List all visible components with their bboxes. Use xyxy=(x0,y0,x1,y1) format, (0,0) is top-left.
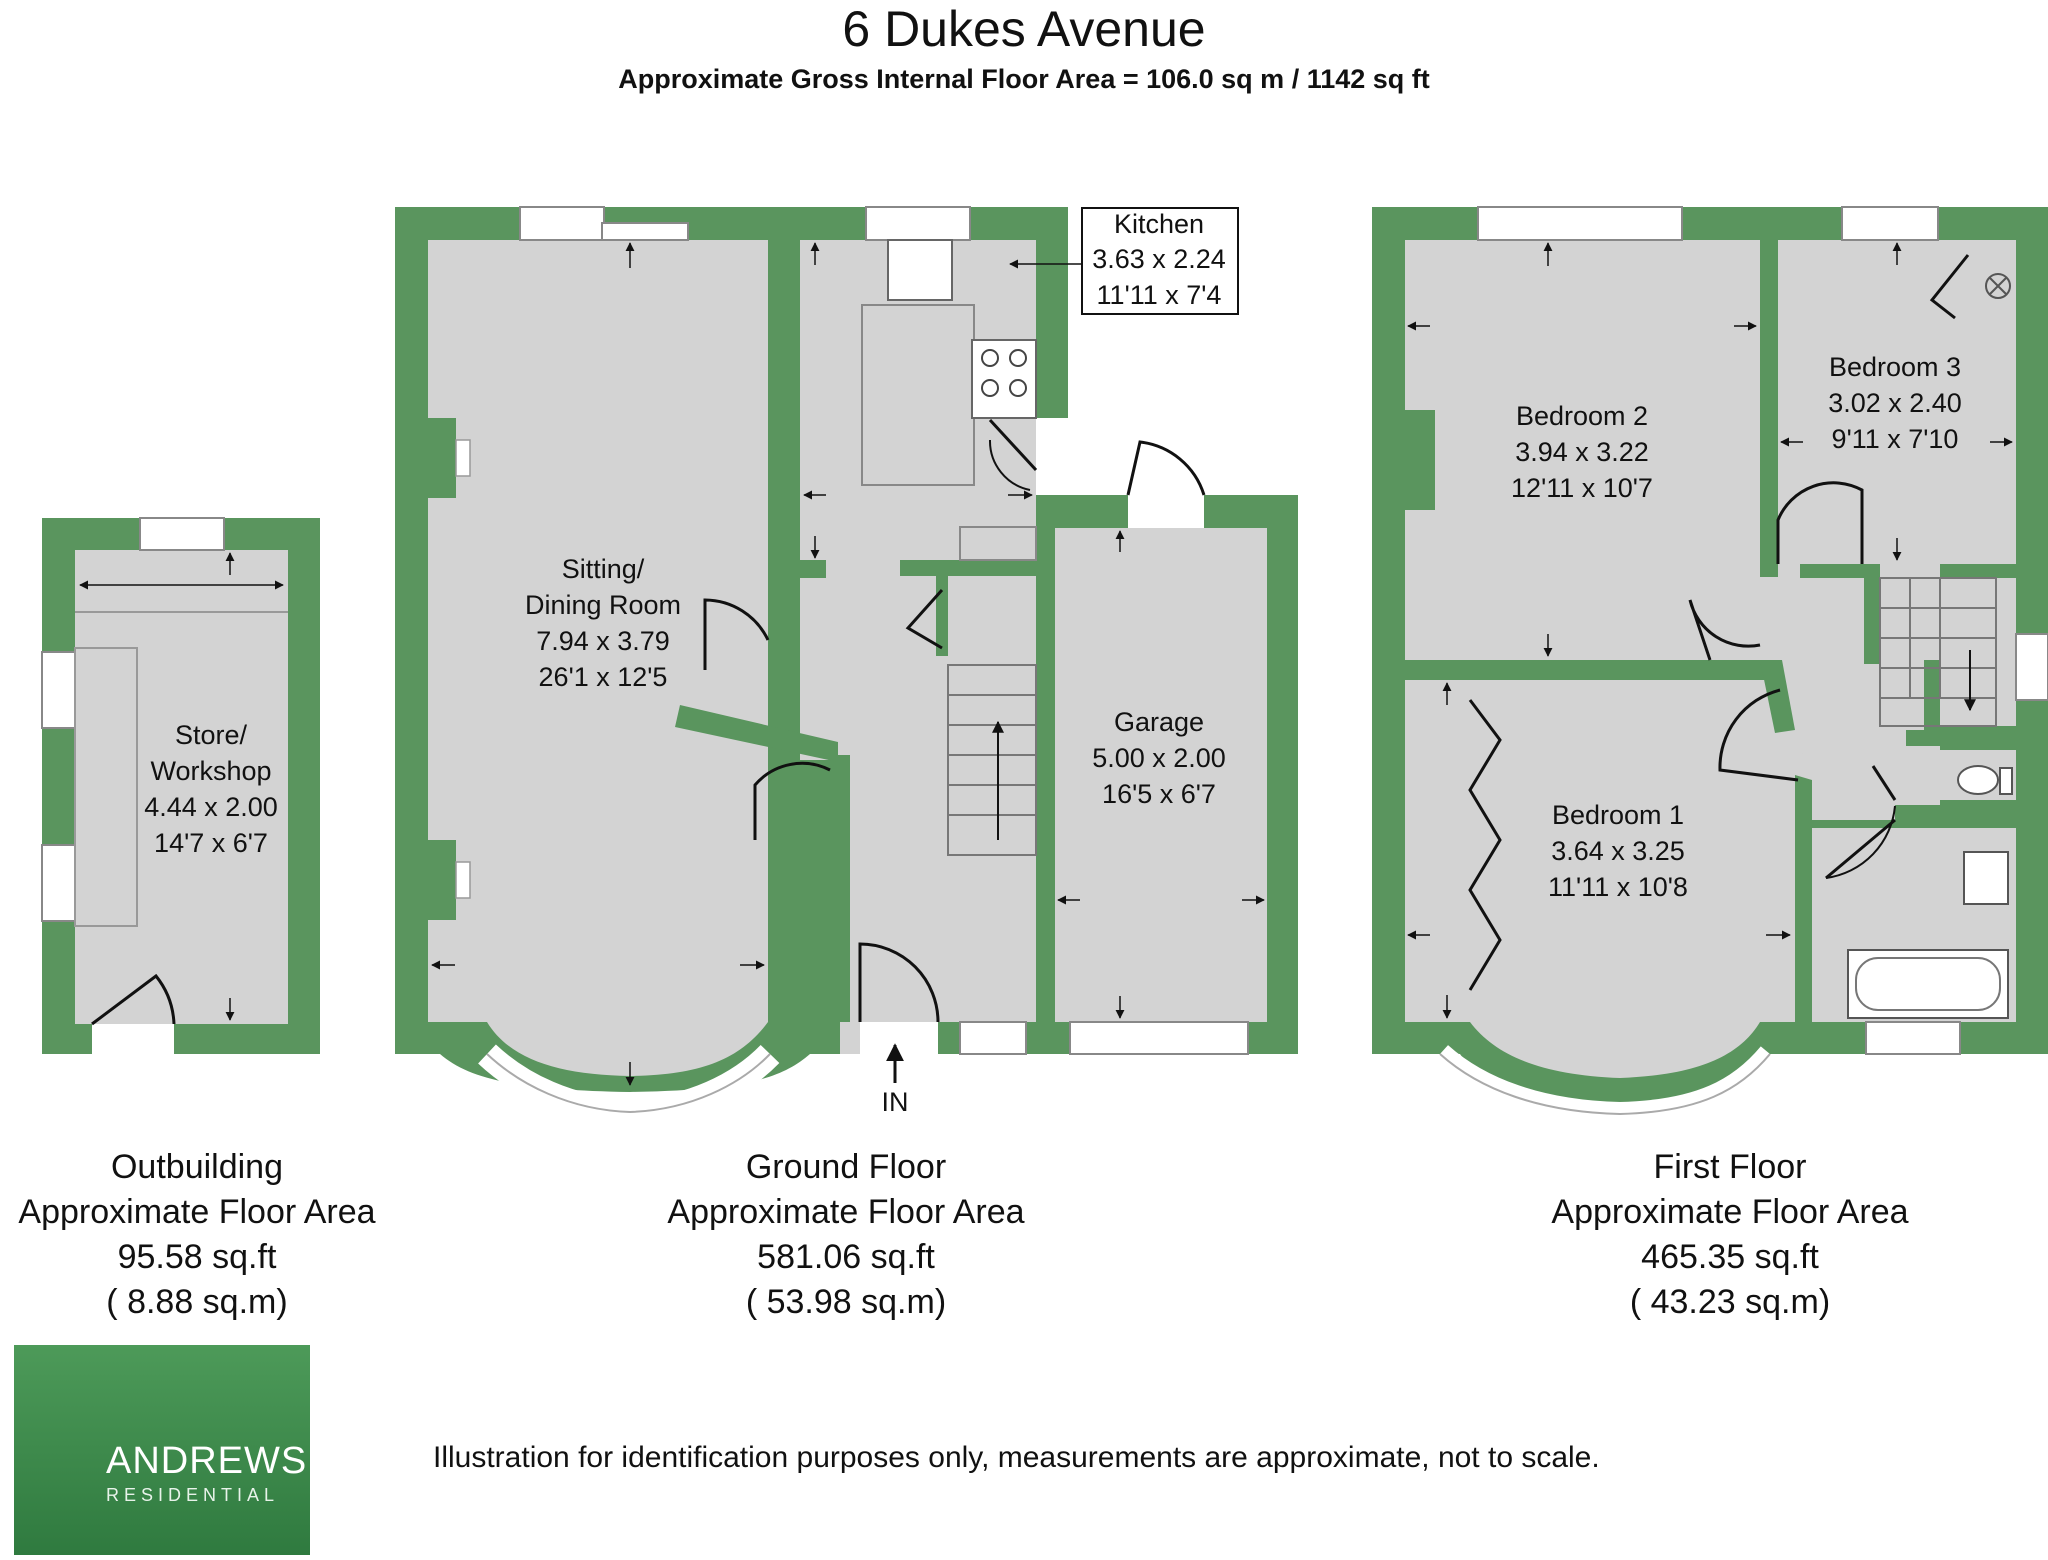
ground-floor-sqft: 581.06 sq.ft xyxy=(757,1238,935,1276)
first-floor-area-label: Approximate Floor Area xyxy=(1551,1193,1909,1231)
bedroom2-name: Bedroom 2 xyxy=(1516,401,1648,431)
sitting-name-line1: Sitting/ xyxy=(562,554,645,584)
bedroom3-metric: 3.02 x 2.40 xyxy=(1828,388,1962,418)
ground-floor-sqm: ( 53.98 sq.m) xyxy=(745,1283,947,1321)
kitchen-imperial: 11'11 x 7'4 xyxy=(1097,280,1222,310)
first-floor-sqft: 465.35 sq.ft xyxy=(1641,1238,1819,1276)
store-imperial: 14'7 x 6'7 xyxy=(154,828,268,858)
sitting-imperial: 26'1 x 12'5 xyxy=(539,662,668,692)
outbuilding-area: Outbuilding Approximate Floor Area 95.58… xyxy=(0,1145,394,1325)
garage-imperial: 16'5 x 6'7 xyxy=(1102,779,1216,809)
ground-floor-area: Ground Floor Approximate Floor Area 581.… xyxy=(646,1145,1046,1325)
page-title: 6 Dukes Avenue xyxy=(842,1,1206,57)
store-metric: 4.44 x 2.00 xyxy=(144,792,278,822)
garage-metric: 5.00 x 2.00 xyxy=(1092,743,1226,773)
first-floor-sqm: ( 43.23 sq.m) xyxy=(1629,1283,1831,1321)
bedroom1-metric: 3.64 x 3.25 xyxy=(1551,836,1685,866)
ground-floor-plan xyxy=(395,206,1298,1126)
agency-logo: ANDREWS RESIDENTIAL xyxy=(14,1345,310,1555)
kitchen-metric: 3.63 x 2.24 xyxy=(1092,244,1226,274)
store-name-line1: Store/ xyxy=(175,720,248,750)
logo-subtitle: RESIDENTIAL xyxy=(106,1485,280,1505)
bedroom3-imperial: 9'11 x 7'10 xyxy=(1832,424,1959,454)
outbuilding-area-label: Approximate Floor Area xyxy=(18,1193,376,1231)
sitting-metric: 7.94 x 3.79 xyxy=(536,626,670,656)
bedroom2-metric: 3.94 x 3.22 xyxy=(1515,437,1649,467)
bedroom1-imperial: 11'11 x 10'8 xyxy=(1548,872,1688,902)
outbuilding-name: Outbuilding xyxy=(110,1148,283,1186)
sitting-name-line2: Dining Room xyxy=(525,590,681,620)
first-floor-name: First Floor xyxy=(1653,1148,1807,1186)
first-floor-plan xyxy=(1372,206,2048,1127)
outbuilding-sqm: ( 8.88 sq.m) xyxy=(106,1283,288,1321)
disclaimer-text: Illustration for identification purposes… xyxy=(433,1441,1600,1474)
outbuilding-plan xyxy=(41,517,320,1054)
ground-floor-name: Ground Floor xyxy=(745,1148,947,1186)
bedroom1-name: Bedroom 1 xyxy=(1552,800,1684,830)
page-subtitle: Approximate Gross Internal Floor Area = … xyxy=(618,64,1430,94)
store-name-line2: Workshop xyxy=(150,756,271,786)
logo-wordmark: ANDREWS xyxy=(106,1440,308,1482)
ground-floor-area-label: Approximate Floor Area xyxy=(667,1193,1025,1231)
bedroom3-name: Bedroom 3 xyxy=(1829,352,1961,382)
kitchen-label-box xyxy=(1081,207,1239,315)
outbuilding-sqft: 95.58 sq.ft xyxy=(117,1238,277,1276)
kitchen-name: Kitchen xyxy=(1114,209,1204,239)
entrance-label: IN xyxy=(882,1087,909,1117)
garage-name: Garage xyxy=(1114,707,1204,737)
bedroom2-imperial: 12'11 x 10'7 xyxy=(1511,473,1653,503)
first-floor-area: First Floor Approximate Floor Area 465.3… xyxy=(1530,1145,1930,1325)
